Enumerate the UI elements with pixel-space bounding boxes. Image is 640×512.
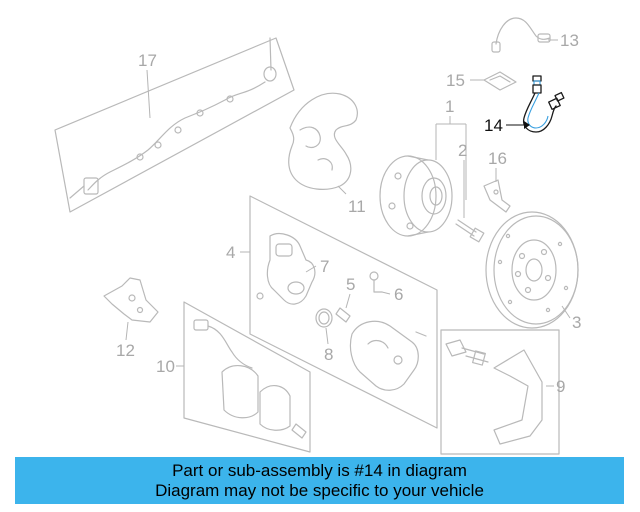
info-banner: Part or sub-assembly is #14 in diagram D… xyxy=(15,457,624,504)
parts-diagram: 17 11 1 2 xyxy=(54,17,581,455)
callout-3: 3 xyxy=(572,313,581,332)
callout-14-highlighted: 14 xyxy=(484,116,503,135)
part-11-dust-shield xyxy=(288,92,358,190)
part-12-bracket xyxy=(103,277,159,323)
callout-10: 10 xyxy=(156,357,175,376)
part-4-caliper-panel xyxy=(249,195,438,429)
callout-8: 8 xyxy=(324,345,333,364)
part-14-brake-hose-highlighted xyxy=(522,75,565,133)
callout-16: 16 xyxy=(488,149,507,168)
part-13-brake-hose-upper xyxy=(491,17,551,53)
callout-1: 1 xyxy=(445,97,454,116)
callout-15: 15 xyxy=(446,71,465,90)
callout-7: 7 xyxy=(320,257,329,276)
callout-13: 13 xyxy=(560,31,579,50)
callout-12: 12 xyxy=(116,341,135,360)
part-1-hub-assembly xyxy=(379,155,453,237)
callout-11: 11 xyxy=(348,197,366,216)
callout-17: 17 xyxy=(138,51,157,70)
part-3-brake-rotor xyxy=(485,211,579,329)
callout-9: 9 xyxy=(556,377,565,396)
banner-line-1: Part or sub-assembly is #14 in diagram xyxy=(172,460,467,480)
part-2-bolt xyxy=(455,219,485,243)
callout-2: 2 xyxy=(458,141,467,160)
callout-5: 5 xyxy=(346,275,355,294)
part-17-abs-sensor-panel xyxy=(54,37,295,213)
callout-6: 6 xyxy=(394,285,403,304)
part-16-bracket xyxy=(483,179,511,213)
part-9-guide-pin-panel xyxy=(440,329,560,455)
banner-line-2: Diagram may not be specific to your vehi… xyxy=(155,480,484,500)
part-15-clip xyxy=(483,71,517,91)
part-10-brake-pads-panel xyxy=(183,301,311,453)
callout-4: 4 xyxy=(226,243,235,262)
